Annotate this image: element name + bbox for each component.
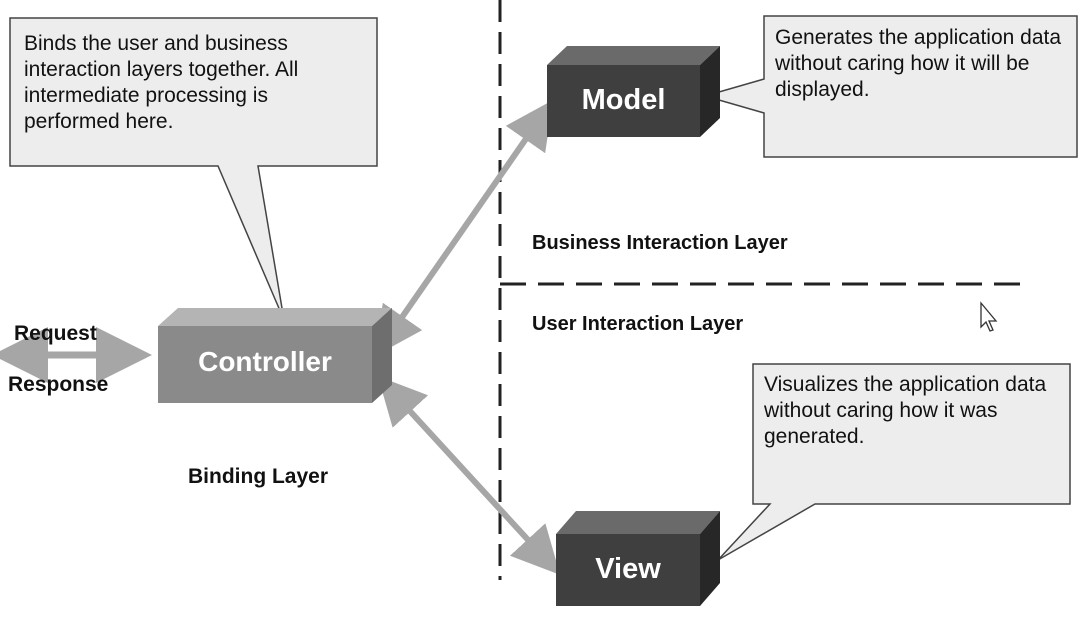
controller-view-arrow: [377, 376, 561, 575]
controller-label: Controller: [198, 346, 332, 377]
controller-callout-text: Binds the user and business interaction …: [24, 32, 299, 133]
response-label: Response: [8, 373, 109, 396]
view-callout-text: Visualizes the application data without …: [764, 373, 1047, 448]
view-box: [556, 511, 720, 606]
business-interaction-layer-label: Business Interaction Layer: [532, 232, 788, 254]
model-callout-text: Generates the application data without c…: [775, 26, 1062, 101]
mouse-cursor-icon: [980, 301, 998, 332]
binding-layer-label: Binding Layer: [188, 465, 329, 488]
user-interaction-layer-label: User Interaction Layer: [532, 313, 744, 335]
model-box: [547, 46, 720, 137]
request-label: Request: [14, 322, 97, 345]
view-callout-shape: [717, 363, 1071, 561]
view-label: View: [595, 553, 661, 585]
model-label: Model: [581, 84, 666, 116]
controller-callout-shape: [9, 17, 378, 321]
model-callout-shape: [702, 15, 1078, 158]
controller-model-arrow: [375, 100, 553, 356]
controller-box: [158, 308, 392, 403]
